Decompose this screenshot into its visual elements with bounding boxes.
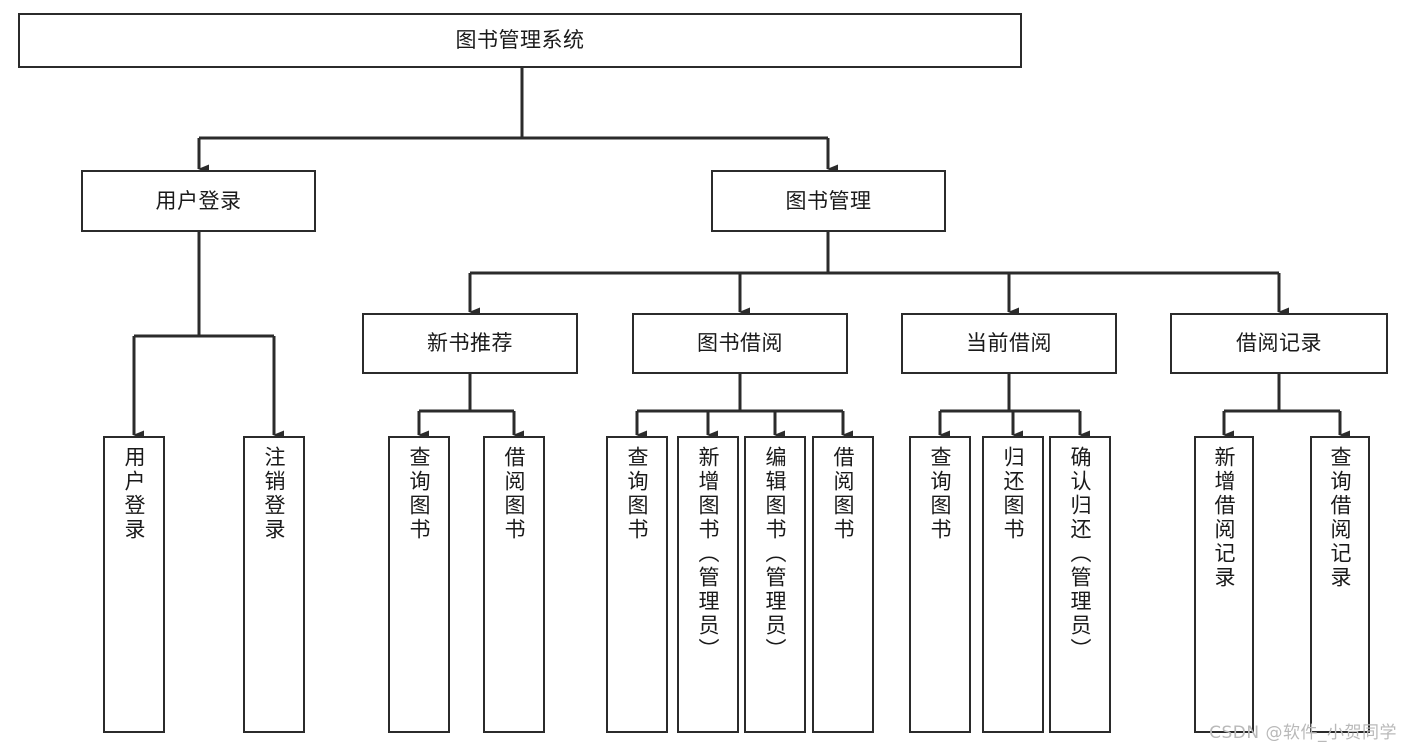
node-label: 用户登录 (122, 446, 147, 542)
node-label: 新增图书（管理员） (696, 446, 721, 662)
leaf-node-add-book-admin[interactable]: 新增图书（管理员） (677, 436, 739, 733)
leaf-node-return-book[interactable]: 归还图书 (982, 436, 1044, 733)
leaf-node-query-borrowing-record[interactable]: 查询借阅记录 (1310, 436, 1370, 733)
leaf-node-borrow-book[interactable]: 借阅图书 (812, 436, 874, 733)
node-label: 新书推荐 (427, 331, 513, 356)
csdn-watermark: CSDN @软件_小贺同学 (1209, 723, 1397, 743)
node-book-borrowing[interactable]: 图书借阅 (632, 313, 848, 374)
node-label: 编辑图书（管理员） (763, 446, 788, 662)
leaf-node-user-login[interactable]: 用户登录 (103, 436, 165, 733)
node-label: 图书管理系统 (455, 28, 585, 53)
node-label: 借阅记录 (1236, 331, 1322, 356)
node-label: 图书借阅 (697, 331, 783, 356)
leaf-node-query-book-recommendation[interactable]: 查询图书 (388, 436, 450, 733)
node-label: 查询图书 (407, 446, 432, 542)
leaf-node-edit-book-admin[interactable]: 编辑图书（管理员） (744, 436, 806, 733)
node-label: 当前借阅 (966, 331, 1052, 356)
node-label: 借阅图书 (831, 446, 856, 542)
leaf-node-logout[interactable]: 注销登录 (243, 436, 305, 733)
leaf-node-query-book[interactable]: 查询图书 (606, 436, 668, 733)
node-label: 注销登录 (262, 446, 287, 542)
leaf-node-add-borrowing-record[interactable]: 新增借阅记录 (1194, 436, 1254, 733)
node-new-book-recommendation[interactable]: 新书推荐 (362, 313, 578, 374)
node-label: 归还图书 (1001, 446, 1026, 542)
node-current-borrowing[interactable]: 当前借阅 (901, 313, 1117, 374)
node-label: 查询图书 (928, 446, 953, 542)
node-label: 借阅图书 (502, 446, 527, 542)
node-label: 用户登录 (155, 188, 242, 213)
node-label: 查询借阅记录 (1328, 446, 1353, 590)
leaf-node-query-book-current[interactable]: 查询图书 (909, 436, 971, 733)
node-label: 查询图书 (625, 446, 650, 542)
leaf-node-confirm-return-admin[interactable]: 确认归还（管理员） (1049, 436, 1111, 733)
node-root-book-management-system[interactable]: 图书管理系统 (18, 13, 1022, 68)
node-label: 新增借阅记录 (1212, 446, 1237, 590)
node-label: 图书管理 (785, 188, 872, 213)
leaf-node-borrow-book-recommendation[interactable]: 借阅图书 (483, 436, 545, 733)
node-user-login[interactable]: 用户登录 (81, 170, 316, 232)
node-book-management[interactable]: 图书管理 (711, 170, 946, 232)
node-label: 确认归还（管理员） (1068, 446, 1093, 662)
node-borrowing-record[interactable]: 借阅记录 (1170, 313, 1388, 374)
